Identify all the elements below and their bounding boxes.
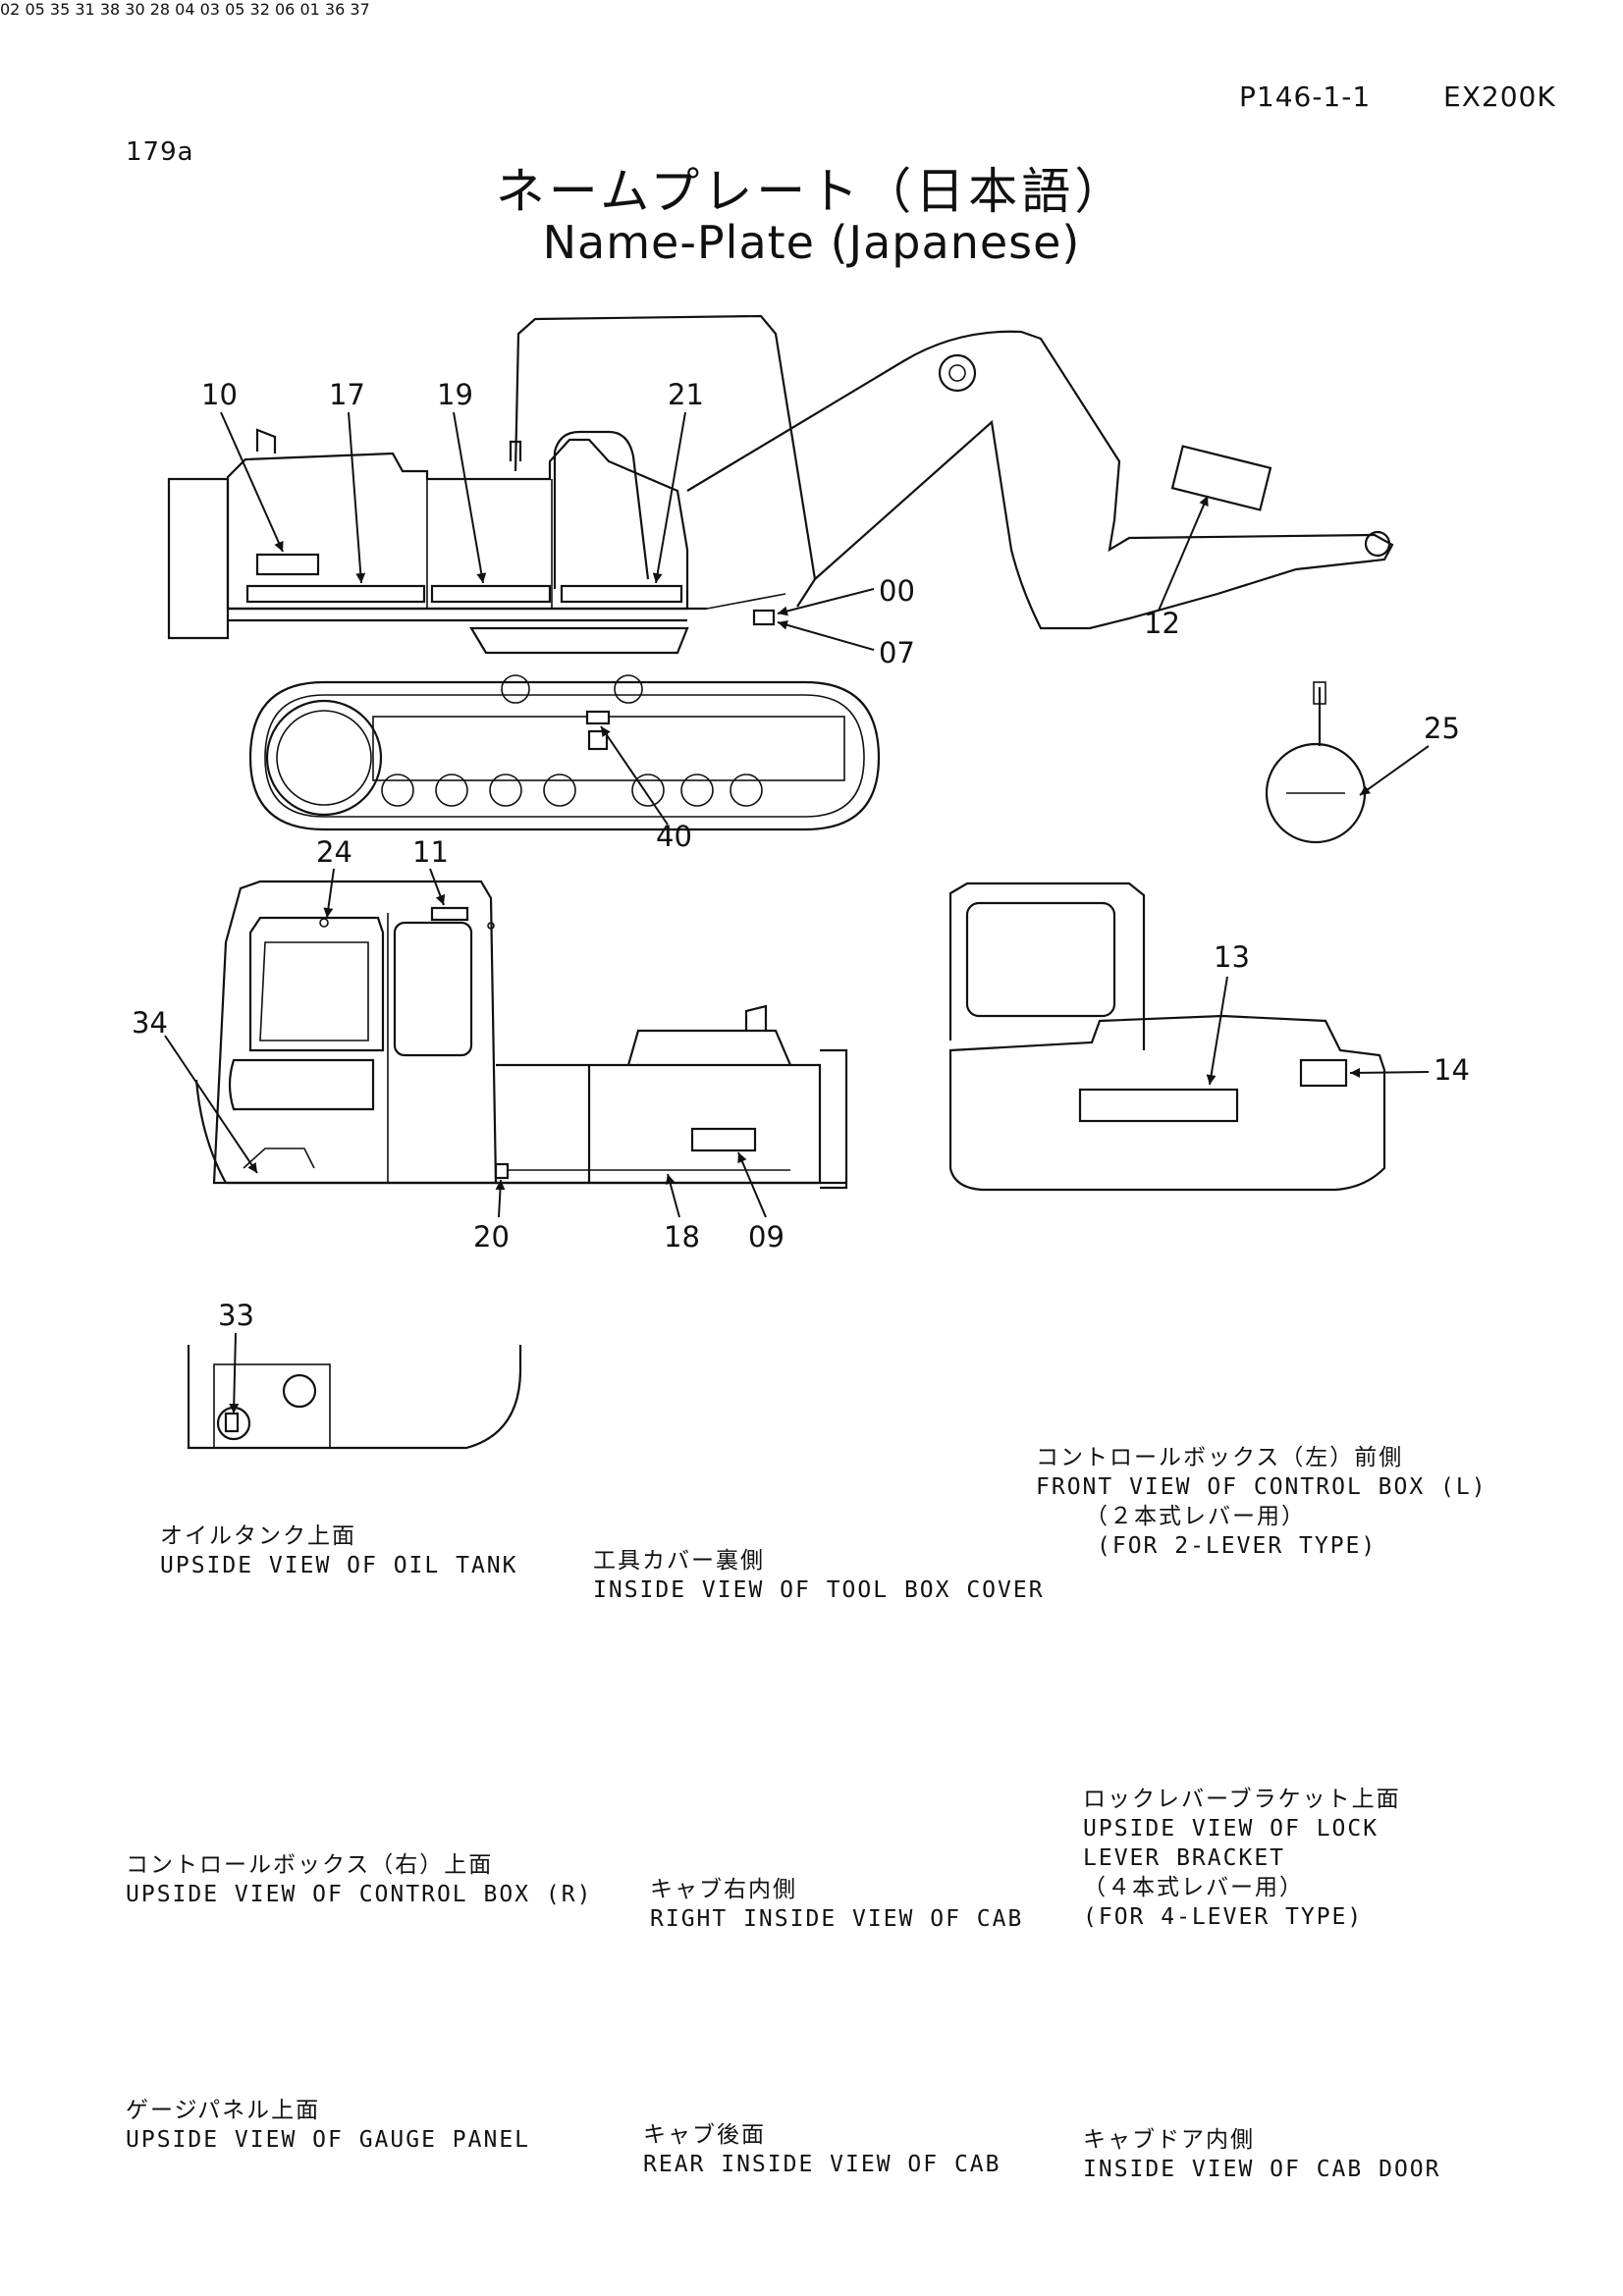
title-japanese: ネームプレート（日本語） (495, 163, 1128, 220)
callout-32: 32 (249, 0, 270, 19)
caption-en: FRONT VIEW OF CONTROL BOX (L) (1036, 1474, 1488, 1500)
caption-tool-box: 工具カバー裏側 INSIDE VIEW OF TOOL BOX COVER (593, 1546, 1045, 1605)
callout-20: 20 (473, 1220, 510, 1254)
callout-05-left: 05 (25, 0, 45, 19)
caption-control-box-right: コントロールボックス（右）上面 UPSIDE VIEW OF CONTROL B… (126, 1850, 592, 1909)
callout-37: 37 (350, 0, 370, 19)
caption-jp: キャブ右内側 (650, 1877, 797, 1902)
caption-en: INSIDE VIEW OF TOOL BOX COVER (593, 1577, 1045, 1603)
caption-jp: コントロールボックス（左）前側 (1036, 1445, 1404, 1470)
caption-jp: キャブ後面 (643, 2122, 766, 2148)
caption-lock-lever: ロックレバーブラケット上面 UPSIDE VIEW OF LOCK LEVER … (1083, 1785, 1401, 1932)
callout-34: 34 (132, 1006, 168, 1040)
callout-10: 10 (201, 378, 238, 411)
callout-11: 11 (412, 835, 449, 869)
callout-06: 06 (274, 0, 296, 19)
callout-04: 04 (175, 0, 195, 19)
callout-18: 18 (664, 1220, 700, 1254)
callout-36: 36 (324, 0, 346, 19)
caption-en-line1: UPSIDE VIEW OF LOCK (1083, 1816, 1380, 1842)
callout-17: 17 (329, 378, 365, 411)
caption-note-jp: （２本式レバー用） (1085, 1504, 1306, 1529)
gauge-panel-view: 32 (250, 0, 275, 19)
cab-right-inside-view: 28 04 03 (150, 0, 225, 19)
callout-03: 03 (199, 0, 220, 19)
tool-box-view: 02 (0, 0, 25, 19)
caption-jp: キャブドア内側 (1083, 2127, 1255, 2153)
callout-00: 00 (879, 574, 915, 608)
title-english: Name-Plate (Japanese) (542, 216, 1081, 269)
control-box-right-view: 35 31 38 30 (50, 0, 150, 19)
callout-02: 02 (0, 0, 21, 19)
callout-33: 33 (218, 1299, 254, 1332)
control-box-left-view: 05 (25, 0, 49, 19)
callout-07: 07 (879, 636, 915, 669)
callout-12: 12 (1144, 607, 1180, 640)
caption-en: UPSIDE VIEW OF CONTROL BOX (R) (126, 1882, 593, 1907)
cab-door-view: 01 36 37 (299, 0, 369, 19)
callout-38: 38 (99, 0, 121, 19)
caption-cab-door: キャブドア内側 INSIDE VIEW OF CAB DOOR (1083, 2125, 1441, 2184)
caption-en: INSIDE VIEW OF CAB DOOR (1083, 2157, 1441, 2182)
oil-tank-view: 33 (187, 1299, 522, 1450)
caption-note-en: (FOR 2-LEVER TYPE) (1097, 1533, 1378, 1559)
caption-jp: オイルタンク上面 (160, 1523, 356, 1549)
caption-oil-tank: オイルタンク上面 UPSIDE VIEW OF OIL TANK (160, 1522, 518, 1580)
callout-19: 19 (437, 378, 473, 411)
callout-25: 25 (1424, 712, 1460, 745)
caption-jp: ロックレバーブラケット上面 (1083, 1787, 1401, 1812)
caption-note-en: (FOR 4-LEVER TYPE) (1083, 1904, 1364, 1930)
sheet-code: 179a (126, 137, 194, 167)
caption-jp: コントロールボックス（右）上面 (126, 1852, 494, 1878)
callout-35: 35 (49, 0, 71, 19)
excavator-rear-view: 13 14 (948, 881, 1470, 1192)
cab-rear-view: 06 (275, 0, 299, 19)
caption-en: RIGHT INSIDE VIEW OF CAB (650, 1906, 1024, 1932)
caption-en: UPSIDE VIEW OF GAUGE PANEL (126, 2127, 531, 2153)
callout-01: 01 (299, 0, 320, 19)
callout-24: 24 (316, 835, 352, 869)
caption-gauge-panel: ゲージパネル上面 UPSIDE VIEW OF GAUGE PANEL (126, 2096, 530, 2155)
callout-09: 09 (748, 1220, 784, 1254)
caption-en: UPSIDE VIEW OF OIL TANK (160, 1553, 518, 1578)
caption-jp: ゲージパネル上面 (126, 2098, 321, 2123)
caption-en-line2: LEVER BRACKET (1083, 1845, 1286, 1871)
caption-en: REAR INSIDE VIEW OF CAB (643, 2152, 1001, 2177)
lock-lever-bracket-view: 05 (225, 0, 249, 19)
excavator-side-view: 10 17 19 21 00 07 12 40 (167, 314, 1394, 853)
callout-14: 14 (1434, 1053, 1470, 1087)
tank-detail-25: 25 (1265, 681, 1460, 844)
caption-jp: 工具カバー裏側 (593, 1548, 765, 1574)
callout-05-lock: 05 (225, 0, 245, 19)
callout-31: 31 (75, 0, 95, 19)
callout-40: 40 (656, 820, 692, 853)
caption-note-jp: （４本式レバー用） (1083, 1875, 1304, 1900)
cab-side-view: 24 11 34 20 18 09 (132, 835, 848, 1254)
caption-cab-rear: キャブ後面 REAR INSIDE VIEW OF CAB (643, 2120, 1001, 2179)
callout-28: 28 (149, 0, 171, 19)
callout-30: 30 (125, 0, 145, 19)
caption-cab-right: キャブ右内側 RIGHT INSIDE VIEW OF CAB (650, 1875, 1023, 1934)
model-code: EX200K (1443, 80, 1556, 113)
caption-control-box-left: コントロールボックス（左）前側 FRONT VIEW OF CONTROL BO… (1036, 1443, 1488, 1561)
callout-21: 21 (668, 378, 704, 411)
callout-13: 13 (1214, 940, 1250, 974)
page-reference: P146-1-1 (1239, 80, 1372, 113)
